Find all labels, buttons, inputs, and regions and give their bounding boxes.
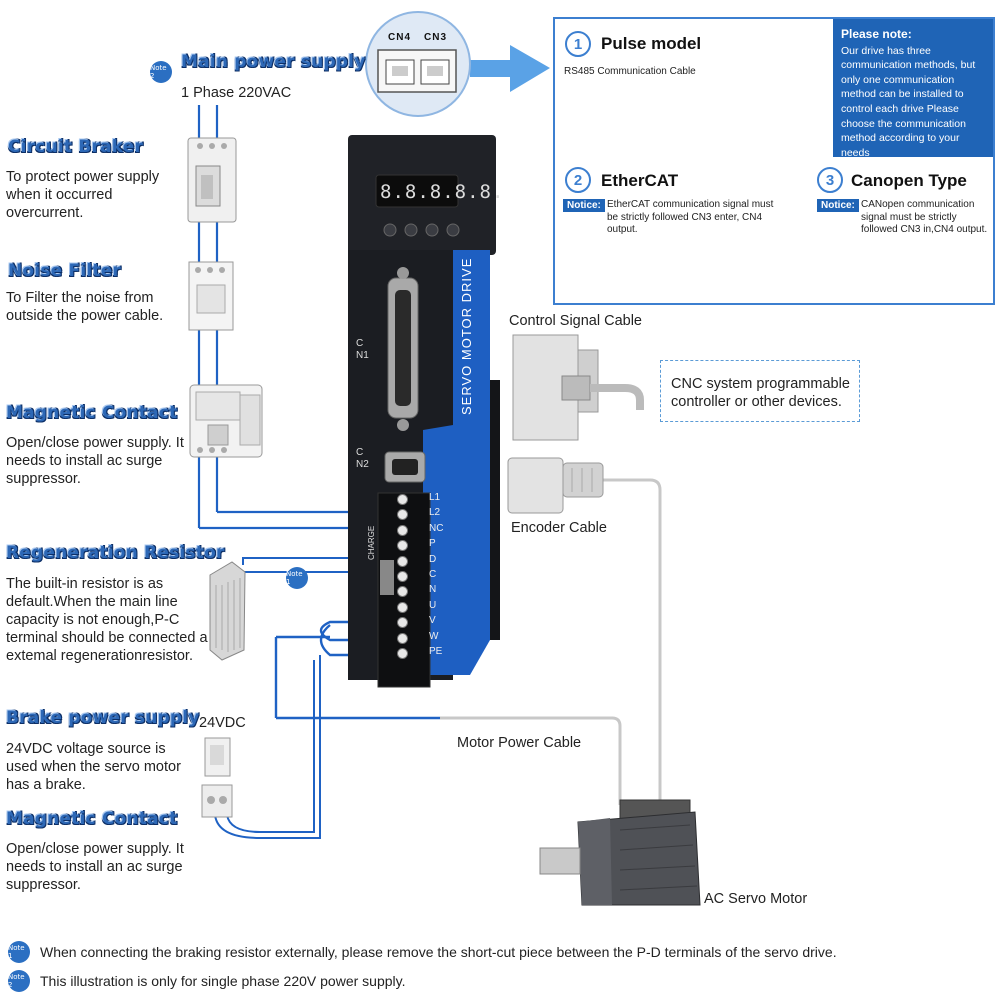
- terminal-screw-icon: [397, 555, 408, 567]
- magnetic-contact-2-desc: Open/close power supply. It needs to ins…: [6, 841, 184, 893]
- terminal-u: U: [395, 599, 443, 614]
- cnc-box: [660, 360, 860, 422]
- terminal-nc: NC: [395, 522, 443, 537]
- terminal-label: P: [429, 538, 436, 550]
- regeneration-resistor-heading: Regeneration Resistor: [6, 543, 225, 563]
- note-1-badge: Note 1: [286, 567, 308, 589]
- brake-supply-graphic: [201, 737, 233, 818]
- terminal-screw-icon: [397, 509, 408, 521]
- ethernet-ports-zoom: [365, 11, 471, 117]
- ethercat-title: EtherCAT: [601, 171, 679, 190]
- communication-panel: 1 Pulse model RS485 Communication Cable …: [553, 17, 995, 305]
- please-note-box: Please note: Our drive has three communi…: [833, 19, 993, 159]
- drive-brand-text: SERVO MOTOR DRIVE: [459, 257, 474, 415]
- terminal-label: D: [429, 553, 437, 565]
- terminal-l1: L1: [395, 491, 443, 506]
- terminal-label: U: [429, 599, 437, 611]
- please-note-text: Our drive has three communication method…: [841, 44, 976, 159]
- terminal-screw-icon: [397, 571, 408, 582]
- port-label-cn4: CN4: [388, 32, 412, 43]
- regen-resistor-graphic: [209, 561, 246, 661]
- magnetic-contact-desc: Open/close power supply. It needs to ins…: [6, 435, 184, 487]
- terminal-screw-icon: [397, 494, 408, 505]
- ethercat-notice-text: EtherCAT communication signal must be st…: [607, 199, 774, 235]
- canopen-notice-text: CANopen communication signal must be str…: [861, 199, 988, 235]
- terminal-screw-icon: [397, 524, 408, 536]
- brake-power-desc: 24VDC voltage source is used when the se…: [6, 741, 181, 793]
- terminal-l2: L2: [395, 506, 443, 521]
- noise-filter-graphic: [188, 261, 234, 331]
- terminal-n: N: [395, 583, 443, 598]
- terminal-label: N: [429, 584, 437, 596]
- brake-power-voltage: 24VDC: [199, 715, 246, 731]
- magnetic-contact-heading: Magnetic Contact: [6, 403, 178, 423]
- control-signal-cable-label: Control Signal Cable: [509, 313, 642, 329]
- terminal-screw-icon: [397, 632, 408, 644]
- encoder-cable-label: Encoder Cable: [511, 520, 607, 536]
- footnote-2-badge: Note 2: [8, 970, 30, 992]
- servo-motor-label: AC Servo Motor: [704, 891, 808, 907]
- terminal-screw-icon: [397, 586, 408, 598]
- terminal-label: C: [429, 569, 437, 580]
- magnetic-contactor-graphic: [189, 384, 263, 458]
- brake-wires: [214, 655, 321, 839]
- charge-label: CHARGE: [367, 525, 376, 560]
- terminal-w: W: [395, 630, 443, 645]
- terminal-c: C: [395, 568, 443, 583]
- footnote-1-badge: Note 1: [8, 941, 30, 963]
- canopen-notice-badge: Notice:: [817, 199, 859, 212]
- terminal-label: NC: [429, 522, 444, 534]
- terminal-screw-icon: [397, 540, 408, 552]
- control-signal-connector-graphic: [512, 334, 644, 441]
- terminal-screw-icon: [397, 617, 408, 629]
- port-label-cn3: CN3: [424, 32, 448, 43]
- terminal-label: L2: [429, 507, 441, 519]
- main-power-voltage: 1 Phase 220VAC: [181, 85, 292, 101]
- servo-motor-graphic: [539, 799, 701, 906]
- footnote-1-text: When connecting the braking resistor ext…: [40, 944, 837, 960]
- terminal-v: V: [395, 614, 443, 629]
- servo-drive-body: [348, 135, 500, 688]
- regeneration-resistor-desc: The built-in resistor is as default.When…: [6, 576, 208, 664]
- circuit-breaker-desc: To protect power supply when it occurred…: [6, 169, 160, 221]
- cn2-label: CN2: [356, 447, 369, 470]
- terminal-d: D: [395, 553, 443, 568]
- cnc-text: CNC system programmable controller or ot…: [671, 376, 850, 410]
- magnetic-contact-2-heading: Magnetic Contact: [6, 809, 178, 829]
- terminal-screw-icon: [397, 601, 408, 613]
- note-2-badge: Note 2: [150, 61, 172, 83]
- brake-power-heading: Brake power supply: [6, 708, 200, 728]
- rs485-cable-label: RS485 Communication Cable: [564, 66, 696, 77]
- canopen-title: Canopen Type: [851, 171, 967, 190]
- terminal-label: L1: [429, 492, 441, 503]
- encoder-connector-graphic: [507, 457, 604, 514]
- terminal-p: P: [395, 537, 443, 552]
- motor-power-cable-label: Motor Power Cable: [457, 735, 582, 751]
- pulse-title: Pulse model: [601, 34, 702, 53]
- cn1-label: CN1: [356, 338, 369, 361]
- canopen-number: 3: [817, 167, 843, 193]
- ethercat-number: 2: [565, 167, 591, 193]
- motor-power-wires: [274, 620, 440, 720]
- noise-filter-heading: Noise Filter: [8, 261, 122, 281]
- circuit-breaker-heading: Circuit Braker: [8, 137, 144, 157]
- pulse-number: 1: [565, 31, 591, 57]
- footnote-2-text: This illustration is only for single pha…: [40, 973, 406, 989]
- terminal-label: PE: [429, 646, 443, 657]
- noise-filter-desc: To Filter the noise from outside the pow…: [6, 290, 164, 324]
- terminal-label: W: [429, 630, 439, 642]
- terminal-pe: PE: [395, 645, 443, 660]
- terminal-screw-icon: [397, 648, 408, 659]
- drive-display: 8.8.8.8.8.: [380, 181, 505, 203]
- please-note-title: Please note:: [841, 27, 912, 41]
- main-power-heading: Main power supply: [181, 52, 366, 72]
- terminal-label: V: [429, 615, 436, 627]
- ethercat-notice-badge: Notice:: [563, 199, 605, 212]
- circuit-breaker-graphic: [187, 137, 237, 223]
